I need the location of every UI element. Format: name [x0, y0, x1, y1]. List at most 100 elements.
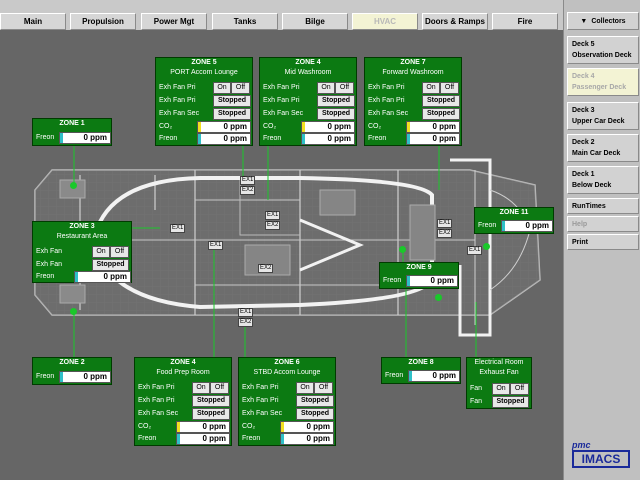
on-button[interactable]: On — [213, 82, 231, 94]
off-button[interactable]: Off — [510, 383, 529, 395]
ex1-tag[interactable]: EX1 — [265, 211, 281, 220]
tab-main[interactable]: Main — [0, 13, 66, 30]
co2-value: 0 ppm — [280, 421, 334, 433]
freon-label: Freon — [368, 135, 387, 142]
freon-label: Freon — [385, 372, 404, 379]
on-button[interactable]: On — [492, 383, 510, 395]
row-label: Exh Fan Sec — [138, 410, 179, 417]
off-button[interactable]: Off — [231, 82, 250, 94]
on-button[interactable]: On — [422, 82, 440, 94]
tab-doors-ramps[interactable]: Doors & Ramps — [422, 13, 488, 30]
deck-4-sub: Passenger Deck — [572, 84, 627, 91]
row-label: Exh Fan Pri — [242, 384, 279, 391]
zone-8-indicator — [435, 294, 442, 301]
tab-power-mgt[interactable]: Power Mgt — [141, 13, 207, 30]
ex1-tag[interactable]: EX1 — [170, 224, 186, 233]
collectors-label: Collectors — [591, 18, 626, 25]
tab-propulsion[interactable]: Propulsion — [70, 13, 136, 30]
ex2-tag[interactable]: EX2 — [265, 221, 281, 230]
zone-title: ZONE 4 — [170, 359, 196, 366]
exh-fan-pri-row: Exh Fan Pri On Off — [366, 82, 460, 94]
ex2-tag[interactable]: EX2 — [238, 318, 254, 327]
freon-value-text: 0 ppm — [202, 434, 226, 443]
fan-row: Fan On Off — [468, 383, 530, 395]
fan-status: Stopped — [213, 95, 251, 107]
ex1-tag[interactable]: EX1 — [240, 176, 256, 185]
co2-value: 0 ppm — [176, 421, 230, 433]
freon-value: 0 ppm — [406, 275, 458, 287]
row-label: Exh Fan Pri — [138, 384, 175, 391]
zone-title: ZONE 3 — [69, 223, 95, 230]
row-label: Exh Fan — [36, 248, 63, 255]
exh-fan-pri-status-row: Exh Fan Pri Stopped — [157, 95, 251, 107]
tab-bilge[interactable]: Bilge — [282, 13, 348, 30]
ex2-tag[interactable]: EX2 — [258, 264, 274, 273]
ex1-tag[interactable]: EX1 — [238, 308, 254, 317]
freon-level-bar — [407, 276, 410, 286]
zone-title: ZONE 1 — [59, 120, 85, 127]
on-button[interactable]: On — [92, 246, 110, 258]
zone-9-indicator — [399, 246, 406, 253]
freon-level-bar — [177, 434, 180, 444]
zone-3-panel: ZONE 3 Restaurant Area Exh Fan On Off Ex… — [32, 221, 132, 283]
on-button[interactable]: On — [296, 382, 314, 394]
off-button[interactable]: Off — [210, 382, 229, 394]
co2-level-bar — [177, 422, 180, 432]
runtimes-button[interactable]: RunTimes — [567, 198, 639, 214]
zone-title: ZONE 2 — [59, 359, 85, 366]
freon-row: Freon 0 ppm — [34, 132, 111, 144]
deck-2-sub: Main Car Deck — [572, 150, 621, 157]
collectors-button[interactable]: ▼Collectors — [567, 12, 639, 30]
ex2-tag[interactable]: EX2 — [240, 186, 256, 195]
freon-level-bar — [409, 371, 412, 381]
co2-label: CO₂ — [159, 123, 173, 130]
tab-fire[interactable]: Fire — [492, 13, 558, 30]
electrical-room-panel: Electrical Room Exhaust Fan Fan On Off F… — [466, 357, 532, 409]
tab-hvac[interactable]: HVAC — [352, 13, 418, 30]
ex2-tag[interactable]: EX2 — [437, 229, 453, 238]
freon-value: 0 ppm — [59, 371, 111, 383]
freon-label: Freon — [383, 277, 402, 284]
fan-status: Stopped — [422, 108, 460, 120]
logo-pmc-text: pmc — [572, 440, 591, 450]
ex1-tag[interactable]: EX1 — [208, 241, 224, 250]
zone-title: ZONE 7 — [400, 59, 426, 66]
row-label: Exh Fan — [36, 261, 63, 268]
off-button[interactable]: Off — [314, 382, 333, 394]
freon-row: Freon 0 ppm — [381, 275, 458, 287]
row-label: Fan — [470, 398, 483, 405]
exh-fan-pri-status-row: Exh Fan Pri Stopped — [136, 395, 230, 407]
freon-row: Freon 0 ppm — [476, 220, 553, 232]
off-button[interactable]: Off — [440, 82, 459, 94]
co2-value-text: 0 ppm — [202, 422, 226, 431]
freon-label: Freon — [478, 222, 497, 229]
row-label: Exh Fan Pri — [263, 84, 300, 91]
tab-tanks[interactable]: Tanks — [212, 13, 278, 30]
co2-value-text: 0 ppm — [306, 422, 330, 431]
exh-fan-sec-status-row: Exh Fan Sec Stopped — [136, 408, 230, 420]
help-button[interactable]: Help — [567, 216, 639, 232]
on-button[interactable]: On — [192, 382, 210, 394]
row-label: Exh Fan Pri — [159, 84, 196, 91]
co2-label: CO₂ — [242, 423, 256, 430]
freon-level-bar — [60, 372, 63, 382]
freon-value: 0 ppm — [59, 132, 111, 144]
off-button[interactable]: Off — [110, 246, 129, 258]
ex1-tag[interactable]: EX1 — [437, 219, 453, 228]
print-button[interactable]: Print — [567, 234, 639, 250]
freon-value-text: 0 ppm — [83, 133, 107, 142]
off-button[interactable]: Off — [335, 82, 354, 94]
deck-3-label: Deck 3 — [572, 107, 595, 114]
tab-bar: Main Propulsion Power Mgt Tanks Bilge HV… — [0, 0, 563, 30]
on-button[interactable]: On — [317, 82, 335, 94]
ex1-tag[interactable]: EX1 — [467, 246, 483, 255]
freon-row: Freon 0 ppm — [383, 370, 460, 382]
fan-status: Stopped — [213, 108, 251, 120]
freon-value-text: 0 ppm — [83, 372, 107, 381]
